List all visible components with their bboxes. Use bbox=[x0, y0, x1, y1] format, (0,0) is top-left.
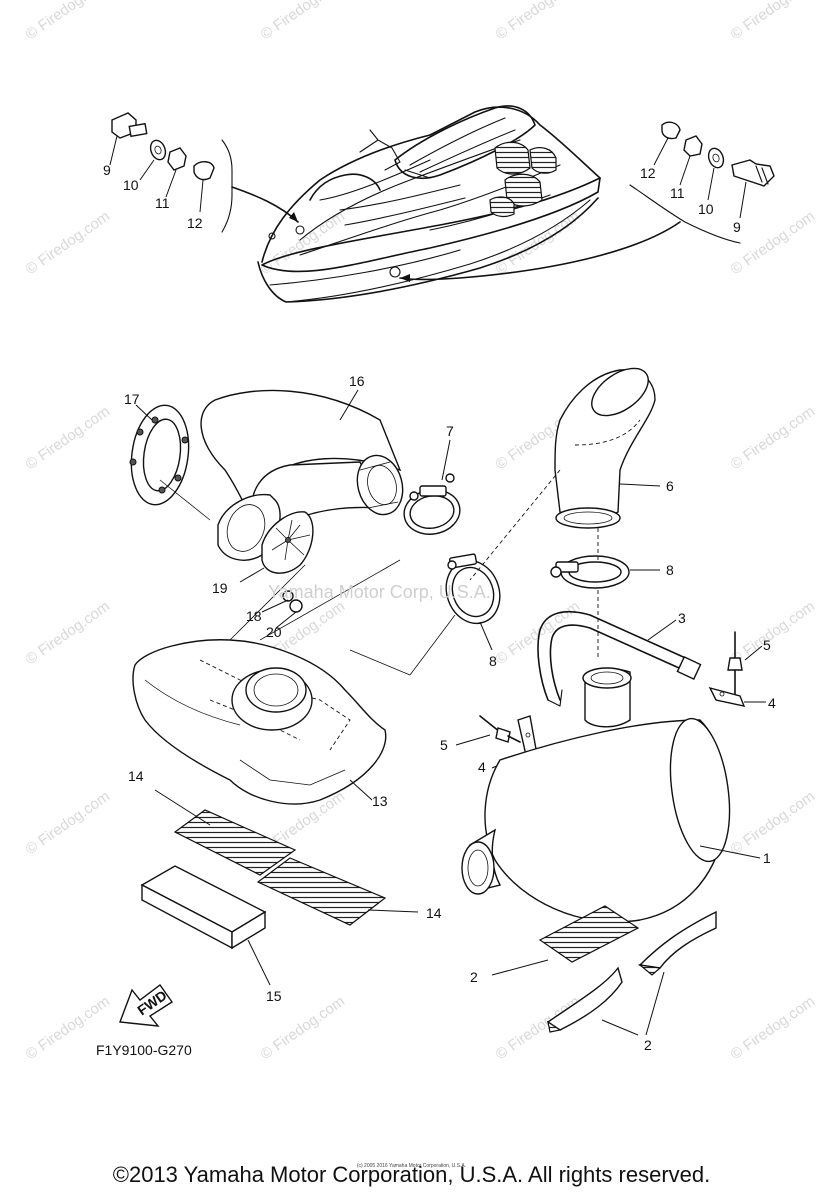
callout-tl-11: 11 bbox=[155, 195, 170, 211]
callout-tr-10: 10 bbox=[698, 201, 714, 217]
copyright-notice: ©2013 Yamaha Motor Corporation, U.S.A. A… bbox=[112, 1162, 711, 1187]
callout-16: 16 bbox=[349, 373, 365, 389]
watermark-text-15: © Firedog.com bbox=[728, 598, 819, 668]
callout-tr-12: 12 bbox=[640, 165, 656, 181]
watermark-text-19: © Firedog.com bbox=[728, 788, 819, 858]
callout-tl-12: 12 bbox=[187, 215, 203, 231]
watermark-text-1: © Firedog.com bbox=[258, 0, 349, 43]
watermark-text-22: © Firedog.com bbox=[493, 993, 584, 1063]
callout-6: 6 bbox=[666, 478, 674, 494]
watermark-text-8: © Firedog.com bbox=[23, 403, 114, 473]
callout-15: 15 bbox=[266, 988, 282, 1004]
callout-5-right: 5 bbox=[763, 637, 771, 653]
watermark-text-11: © Firedog.com bbox=[728, 403, 819, 473]
callout-2-left: 2 bbox=[470, 969, 478, 985]
callout-tr-9: 9 bbox=[733, 219, 741, 235]
callout-1: 1 bbox=[763, 850, 771, 866]
callout-4-left: 4 bbox=[478, 759, 486, 775]
callout-tr-11: 11 bbox=[670, 185, 685, 201]
part-1-muffler bbox=[461, 667, 761, 923]
callout-tl-10: 10 bbox=[123, 177, 139, 193]
part-8-hose-clamp-right bbox=[550, 555, 660, 589]
part-2-heat-pads bbox=[491, 905, 717, 1036]
watermark-text-0: © Firedog.com bbox=[23, 0, 114, 43]
callout-tl-9: 9 bbox=[103, 162, 111, 178]
part-19-plate-and-gasket bbox=[217, 493, 314, 629]
callout-7: 7 bbox=[446, 423, 454, 439]
callout-18: 18 bbox=[246, 608, 262, 624]
drain-plug-assembly-left bbox=[109, 112, 215, 213]
group-bracket-right bbox=[629, 184, 741, 244]
watermark-text-16: © Firedog.com bbox=[23, 788, 114, 858]
watermark-text-23: © Firedog.com bbox=[728, 993, 819, 1063]
part-7-hose-clamp bbox=[403, 439, 461, 535]
forward-direction-arrow: FWD bbox=[119, 984, 173, 1027]
callout-2-bottom: 2 bbox=[644, 1037, 652, 1053]
watermark-text-2: © Firedog.com bbox=[493, 0, 584, 43]
callout-14-right: 14 bbox=[426, 905, 442, 921]
part-3-mounting-strap bbox=[537, 610, 702, 707]
callout-19: 19 bbox=[212, 580, 228, 596]
small-copyright: (c) 2005 2016 Yamaha Motor Corporation, … bbox=[356, 1163, 467, 1169]
watermark-text-4: © Firedog.com bbox=[23, 208, 114, 278]
callout-5-left: 5 bbox=[440, 737, 448, 753]
watermark-text-3: © Firedog.com bbox=[728, 0, 819, 43]
callout-4-right: 4 bbox=[768, 695, 776, 711]
part-8-hose-clamp-center bbox=[445, 553, 501, 651]
watercraft-illustration bbox=[257, 105, 601, 303]
group-bracket-left bbox=[221, 139, 233, 233]
callout-14-left: 14 bbox=[128, 768, 144, 784]
callout-13: 13 bbox=[372, 793, 388, 809]
diagram-code: F1Y9100-G270 bbox=[96, 1042, 192, 1058]
watermark-text-12: © Firedog.com bbox=[23, 598, 114, 668]
callout-8-right: 8 bbox=[666, 562, 674, 578]
callout-17: 17 bbox=[124, 391, 140, 407]
callout-numbers: 9 10 11 12 12 11 10 9 16 17 7 6 8 19 18 … bbox=[103, 162, 776, 1053]
part-17-flange-ring bbox=[129, 404, 190, 506]
callout-8-center: 8 bbox=[489, 653, 497, 669]
watermark-text-7: © Firedog.com bbox=[728, 208, 819, 278]
callout-3: 3 bbox=[678, 610, 686, 626]
part-6-exhaust-outlet-pipe bbox=[554, 367, 661, 529]
part-13-water-box bbox=[132, 639, 387, 805]
part-14-pads bbox=[154, 789, 419, 926]
drain-plug-assembly-right bbox=[653, 121, 775, 219]
part-15-block bbox=[140, 865, 271, 986]
part-5-4-bolt-bracket-right bbox=[708, 631, 766, 707]
connection-lines bbox=[159, 469, 599, 676]
callout-20: 20 bbox=[266, 624, 282, 640]
center-watermark: Yamaha Motor Corp, U.S.A. bbox=[268, 582, 491, 602]
